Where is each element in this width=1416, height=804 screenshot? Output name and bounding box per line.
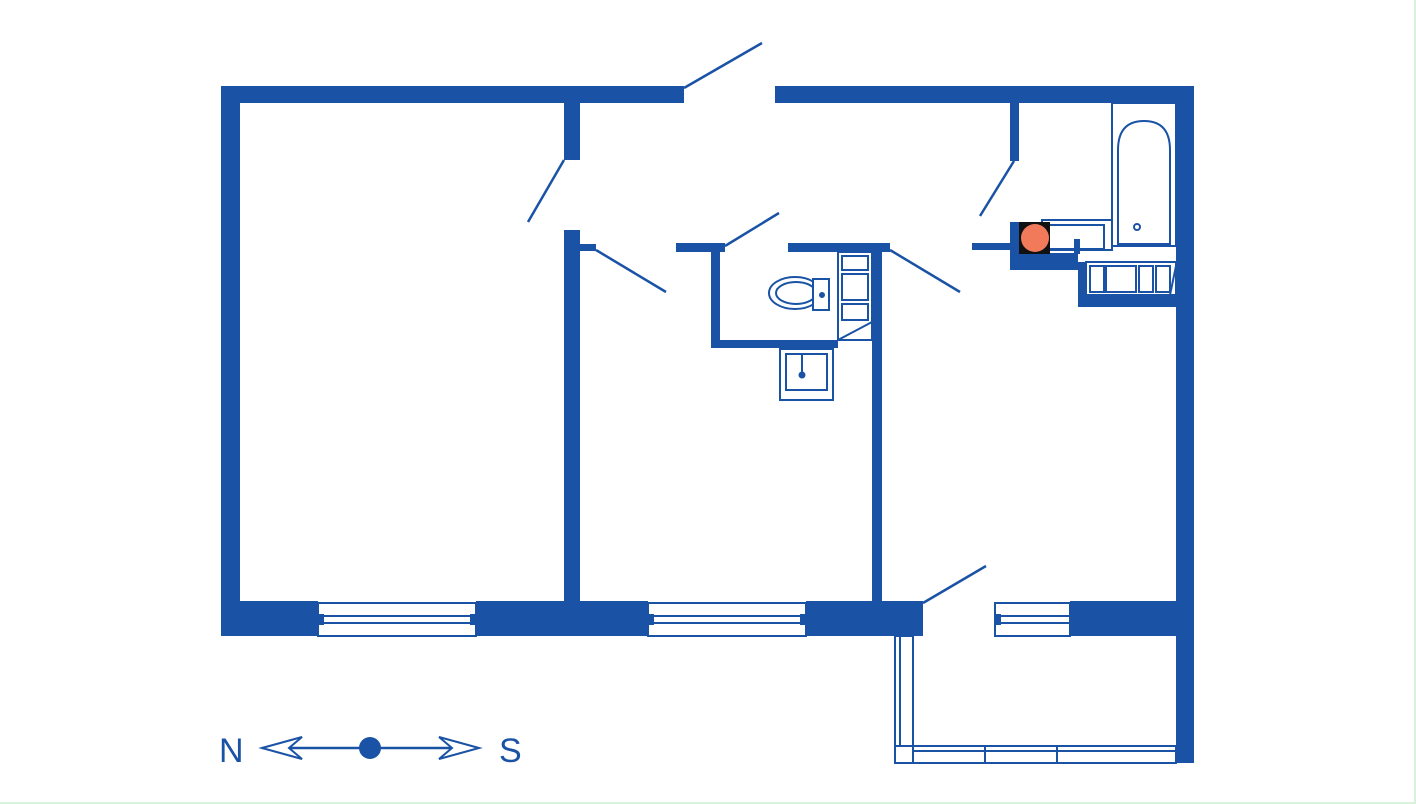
wall-south-seg4: [1070, 601, 1176, 636]
wall-bath-lip: [972, 243, 1010, 250]
toilet-icon: [768, 276, 830, 311]
wall-hall-stub-top: [564, 103, 580, 160]
door-wc: [724, 211, 780, 248]
wall-bath-west: [1010, 222, 1019, 270]
riser-marker: [1019, 222, 1050, 254]
sink-icon: [779, 348, 834, 401]
wall-kitchen-north: [1078, 295, 1176, 307]
wall-south-seg3: [806, 601, 923, 636]
windows: [317, 602, 1071, 637]
wall-room1-room2: [564, 230, 580, 603]
compass-arrow-right-icon: [438, 736, 483, 760]
door-room2: [595, 248, 667, 294]
compass-arrow-left-icon: [258, 736, 303, 760]
wall-west: [221, 86, 240, 636]
balcony: [894, 635, 1177, 764]
door-bathroom: [978, 160, 1016, 217]
wc-cabinet: [837, 251, 873, 341]
wall-room2-lip: [580, 244, 596, 251]
interior-walls: [564, 103, 1176, 603]
wall-south-seg2: [476, 601, 648, 636]
window-room3: [994, 602, 1071, 637]
compass-west-label: N: [219, 732, 244, 770]
wall-wc-north-a: [676, 243, 725, 252]
door-swings: [526, 41, 1016, 605]
basin-icon: [1041, 219, 1113, 254]
wall-north-right: [775, 86, 1194, 103]
door-balcony: [922, 564, 987, 605]
door-entrance: [683, 41, 763, 90]
door-room3: [889, 248, 961, 294]
wall-north-left: [221, 86, 684, 103]
bathtub-icon: [1111, 102, 1177, 247]
window-room2: [647, 602, 807, 637]
door-room1: [526, 159, 566, 223]
fixtures: [768, 102, 1177, 401]
compass-center-icon: [359, 737, 381, 759]
wall-wc-south: [711, 340, 838, 348]
wall-south-seg1: [221, 601, 318, 636]
wall-bath-south: [1010, 253, 1078, 270]
kitchen-counter: [1085, 261, 1177, 296]
marker-dot-icon: [1021, 224, 1049, 252]
window-room1: [317, 602, 477, 637]
compass: N S: [219, 732, 522, 770]
wall-wc-north-b: [788, 243, 890, 252]
wall-room2-room3: [872, 243, 882, 603]
wall-east: [1176, 86, 1194, 763]
outer-walls: [221, 86, 1194, 763]
wall-wc-west: [711, 243, 720, 348]
wall-kitchen-post: [1078, 262, 1086, 307]
wall-bath-stub: [1010, 103, 1019, 161]
compass-east-label: S: [499, 732, 522, 770]
